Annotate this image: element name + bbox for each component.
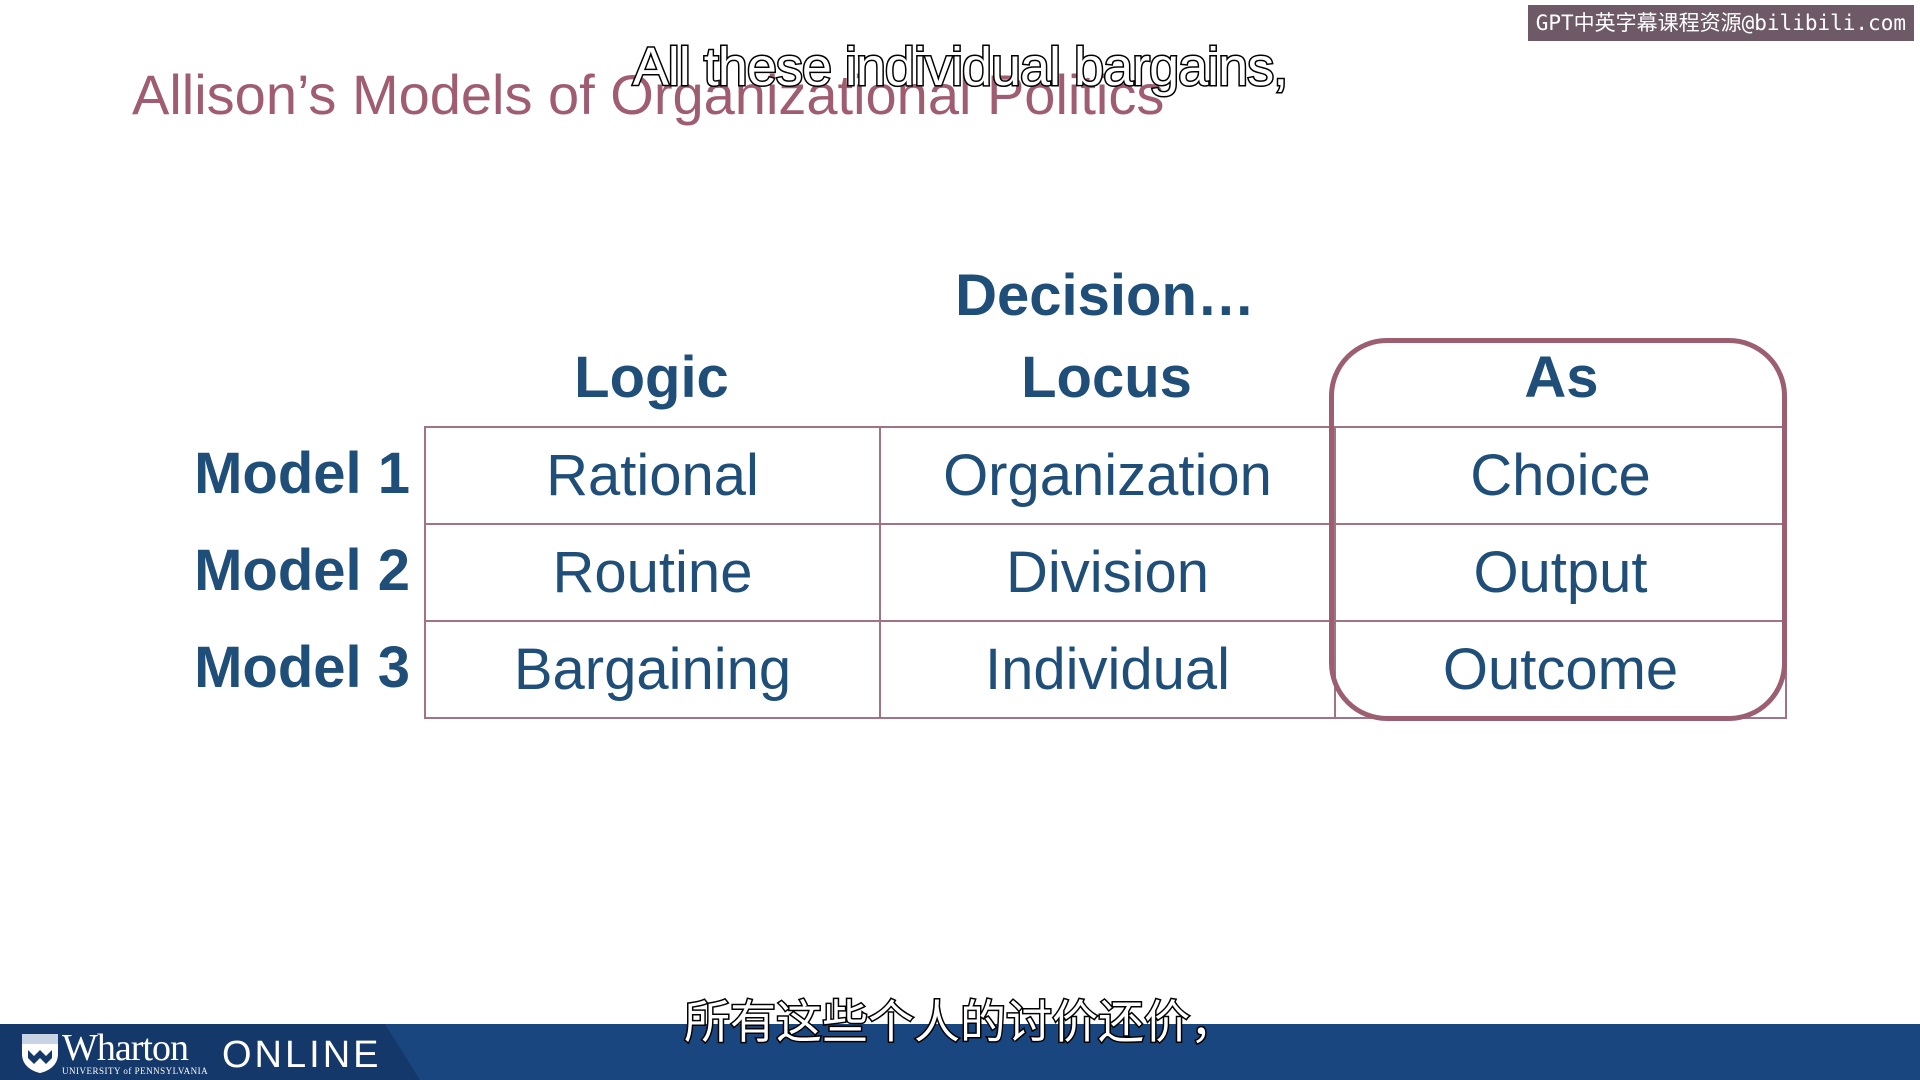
column-header-logic: Logic — [574, 345, 729, 410]
table-cell: Output — [1336, 525, 1785, 622]
models-table: Rational Organization Choice Routine Div… — [424, 426, 1787, 719]
table-cell: Outcome — [1442, 637, 1679, 702]
wharton-logo-text: Wharton — [62, 1027, 189, 1069]
footer-logo-block — [0, 1024, 420, 1080]
table-cell: Rational — [426, 428, 881, 525]
table-cell: Routine — [426, 525, 881, 622]
column-header-locus: Locus — [1021, 345, 1192, 410]
row-label-model-1: Model 1 — [194, 441, 410, 506]
column-header-as: As — [1524, 345, 1599, 410]
row-label-model-2: Model 2 — [194, 538, 410, 603]
watermark: GPT中英字幕课程资源@bilibili.com — [1527, 5, 1914, 41]
english-subtitle: All these individual bargains, — [631, 36, 1289, 99]
table-cell: Choice — [1336, 428, 1785, 525]
table-cell: Organization — [881, 428, 1336, 525]
table-cell: Individual — [881, 622, 1336, 717]
table-cell: Division — [881, 525, 1336, 622]
slide-title: Allison’s Models of Organizational Polit… — [132, 63, 1165, 126]
row-label-model-3: Model 3 — [194, 635, 410, 700]
chinese-subtitle: 所有这些个人的讨价还价， — [683, 994, 1238, 1051]
decision-header: Decision… — [955, 263, 1255, 328]
online-label: ONLINE — [222, 1034, 382, 1076]
wharton-logo-subtext: UNIVERSITY of PENNSYLVANIA — [62, 1066, 209, 1076]
footer-bar: Wharton UNIVERSITY of PENNSYLVANIA ONLIN… — [0, 1024, 1920, 1080]
table-cell: Bargaining — [426, 622, 881, 717]
penn-shield-icon — [22, 1034, 58, 1073]
